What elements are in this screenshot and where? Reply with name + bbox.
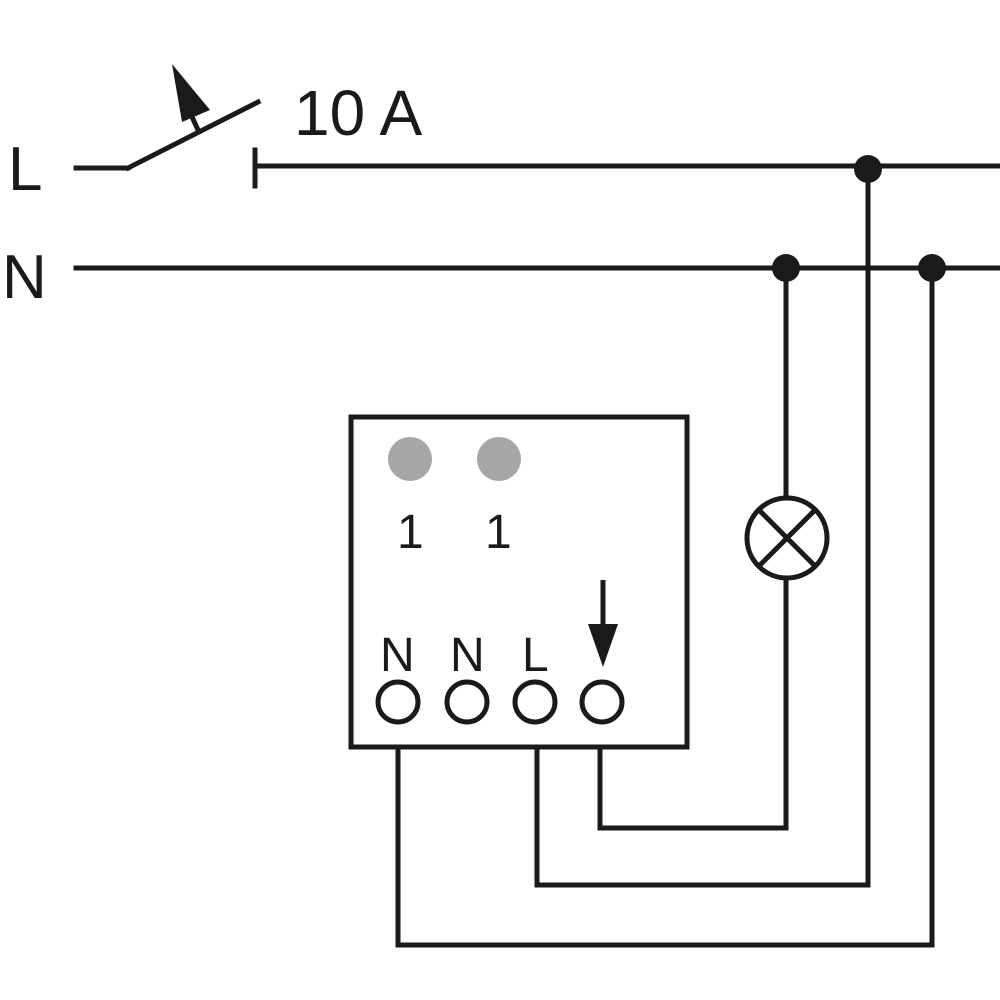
neutral-line-label: N	[2, 243, 47, 312]
terminal-label-n1: N	[380, 629, 415, 682]
lamp-icon	[744, 495, 830, 581]
terminal-label-l: L	[522, 629, 549, 682]
channel-label-2: 1	[485, 506, 512, 559]
device-neutral-wire	[395, 265, 935, 948]
terminal-screw-output	[579, 679, 625, 725]
actuator-device: 1 1 N N L	[348, 414, 690, 750]
live-line-label: L	[8, 135, 42, 204]
terminal-screw-l	[512, 679, 558, 725]
terminal-screw-n2	[444, 679, 490, 725]
channel-led-2	[477, 437, 521, 481]
channel-label-1: 1	[397, 506, 424, 559]
breaker-switch-icon	[73, 64, 262, 189]
channel-led-1	[388, 437, 432, 481]
lamp-switched-wire	[597, 575, 789, 831]
terminal-label-n2: N	[450, 629, 485, 682]
arrow-down-icon	[588, 580, 618, 667]
device-live-wire	[534, 166, 871, 888]
fuse-rating-label: 10 A	[294, 77, 422, 149]
terminal-screw-n1	[375, 679, 421, 725]
